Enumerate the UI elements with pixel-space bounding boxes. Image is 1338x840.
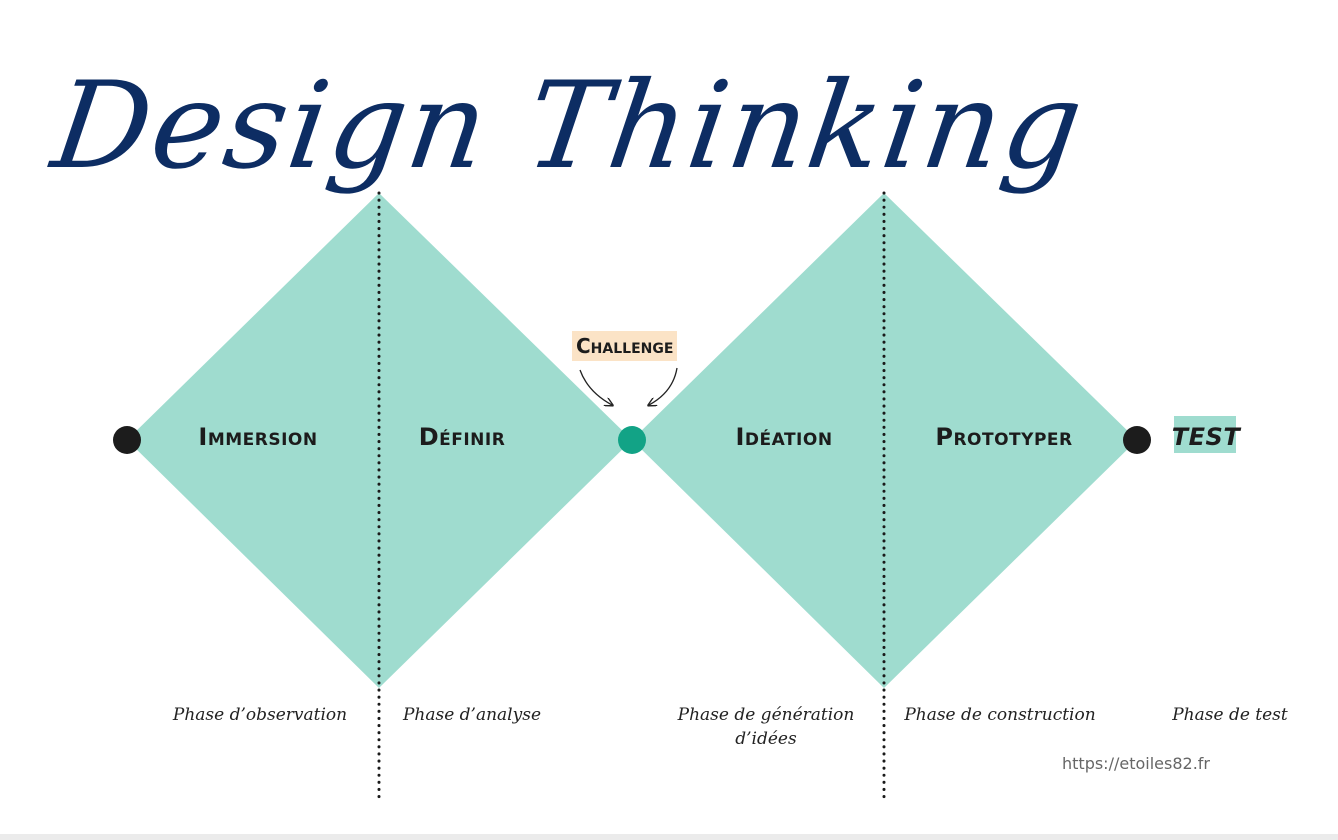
challenge-arrow-left [579,369,612,405]
phase-label-immersion: Immersion [198,423,318,451]
challenge-arrow-right [649,367,678,405]
end-point [1123,426,1151,454]
challenge-point [618,426,646,454]
test-highlight [1174,416,1236,453]
source-url: https://etoiles82.fr [1062,754,1210,773]
caption-prototyper: Phase de construction [904,705,1096,725]
caption-immersion: Phase d’observation [172,705,348,725]
caption-ideation: Phase de génération d’idées [677,705,855,749]
phase-label-prototyper: Prototyper [935,423,1073,451]
phase-label-test: TEST [1171,423,1241,451]
caption-test: Phase de test [1172,705,1288,725]
caption-definir: Phase d’analyse [402,705,542,725]
start-point [113,426,141,454]
page-title: Design Thinking [44,57,1093,196]
bottom-bar [0,834,1338,840]
phase-label-definir: Définir [418,423,506,451]
phase-label-ideation: Idéation [735,423,833,451]
challenge-label: Challenge [572,331,678,361]
